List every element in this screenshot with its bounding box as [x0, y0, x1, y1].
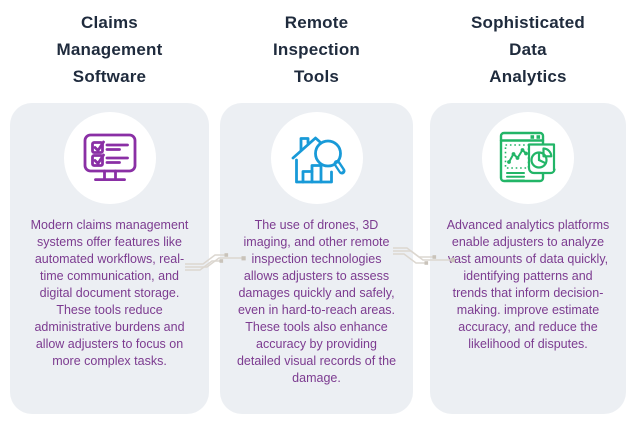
column-title-claims-management: Claims Management Software — [10, 9, 209, 90]
card-data-analytics: Advanced analytics platforms enable adju… — [430, 103, 626, 414]
title-line: Remote — [284, 13, 349, 32]
title-line: Data — [509, 40, 547, 59]
icon-circle — [482, 112, 574, 204]
title-line: Management — [56, 40, 163, 59]
column-title-data-analytics: Sophisticated Data Analytics — [430, 9, 626, 90]
title-line: Tools — [293, 67, 340, 86]
column-title-remote-inspection: Remote Inspection Tools — [220, 9, 413, 90]
title-line: Inspection — [272, 40, 360, 59]
column-data-analytics: Sophisticated Data Analytics — [430, 0, 626, 427]
title-line: Claims — [81, 13, 138, 32]
icon-circle — [63, 112, 156, 204]
title-line: Analytics — [489, 67, 567, 86]
title-line: Software — [72, 67, 147, 86]
icon-circle — [270, 112, 363, 204]
card-claims-management: Modern claims management systems offer f… — [10, 103, 209, 414]
card-remote-inspection: The use of drones, 3D imaging, and other… — [220, 103, 413, 414]
card-description: Modern claims management systems offer f… — [30, 218, 189, 368]
column-remote-inspection: Remote Inspection Tools — [220, 0, 413, 427]
house-magnifier-icon — [291, 136, 345, 184]
monitor-checklist-icon — [83, 133, 136, 181]
column-claims-management: Claims Management Software — [10, 0, 209, 427]
card-description: Advanced analytics platforms enable adju… — [446, 218, 610, 351]
title-line: Sophisticated — [470, 13, 586, 32]
card-description: The use of drones, 3D imaging, and other… — [236, 218, 397, 385]
analytics-chart-icon — [499, 131, 556, 183]
